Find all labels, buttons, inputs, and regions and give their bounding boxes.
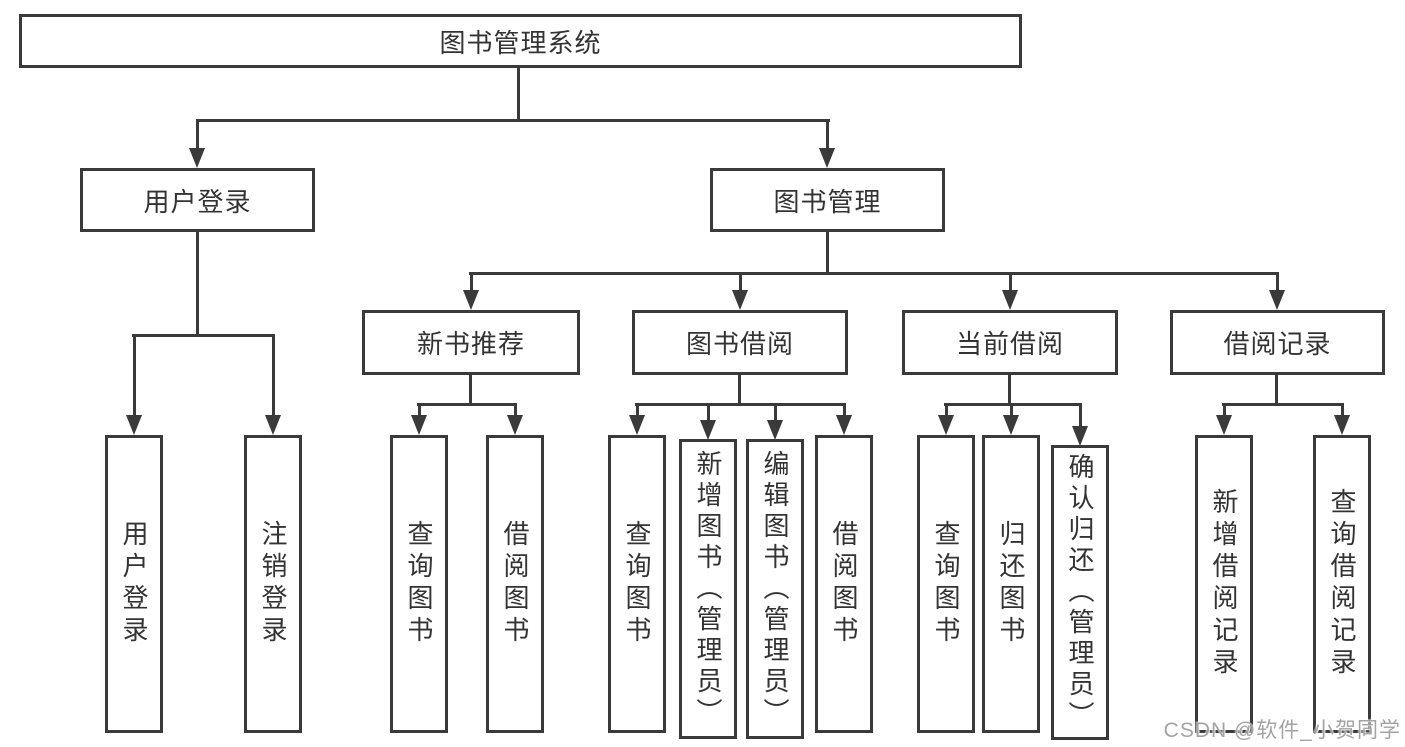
leaf-borrow-query-books: 查询图书 [608, 435, 666, 733]
leaf-newbook-borrow-books: 借阅图书 [486, 435, 544, 733]
leaf-borrow-borrow-books-label: 借阅图书 [829, 520, 859, 648]
node-root-label: 图书管理系统 [439, 27, 602, 58]
node-book-management-label: 图书管理 [773, 186, 882, 217]
leaf-add-borrow-record: 新增借阅记录 [1195, 435, 1253, 733]
node-root: 图书管理系统 [19, 14, 1022, 68]
leaf-edit-book-admin-label: 编辑图书（管理员） [760, 449, 790, 729]
arrow-current-borrow-leaf1 [938, 403, 954, 435]
leaf-user-login-label: 用户登录 [119, 520, 149, 648]
connector-new-book-rail [417, 403, 517, 406]
arrow-current-borrow-leaf2 [1003, 403, 1019, 435]
connector-current-borrow-rail [944, 403, 1082, 406]
arrow-to-leaf-logout [265, 334, 281, 435]
leaf-return-books-label: 归还图书 [996, 520, 1026, 648]
leaf-add-book-admin-label: 新增图书（管理员） [693, 449, 723, 729]
node-borrow-records: 借阅记录 [1170, 310, 1385, 375]
leaf-borrow-query-books-label: 查询图书 [622, 520, 652, 648]
leaf-confirm-return-admin: 确认归还（管理员） [1051, 445, 1109, 740]
node-current-borrow: 当前借阅 [902, 310, 1118, 375]
connector-book-borrow-stem [738, 375, 741, 406]
node-borrow-records-label: 借阅记录 [1223, 329, 1332, 359]
arrow-to-user-login [189, 119, 205, 168]
node-user-login-label: 用户登录 [143, 186, 252, 217]
leaf-current-query-books-label: 查询图书 [931, 520, 961, 648]
node-book-management: 图书管理 [710, 168, 945, 232]
arrow-book-borrow-leaf1 [629, 403, 645, 435]
leaf-newbook-query-books: 查询图书 [390, 435, 448, 733]
connector-book-mgmt-stem [826, 232, 829, 275]
arrow-new-book-leaf1 [411, 403, 427, 435]
leaf-current-query-books: 查询图书 [917, 435, 975, 733]
leaf-edit-book-admin: 编辑图书（管理员） [746, 439, 804, 739]
leaf-borrow-borrow-books: 借阅图书 [815, 435, 873, 733]
connector-borrow-records-stem [1275, 375, 1278, 406]
node-new-book-recommend-label: 新书推荐 [416, 329, 525, 359]
connector-user-login-rail [132, 334, 275, 337]
arrow-to-new-book [463, 272, 479, 310]
watermark: CSDN @软件_小贺同学 [1163, 719, 1401, 742]
leaf-logout-label: 注销登录 [258, 520, 288, 648]
leaf-logout: 注销登录 [244, 435, 302, 733]
arrow-to-leaf-login [126, 334, 142, 435]
arrow-borrow-records-leaf1 [1216, 403, 1232, 435]
connector-borrow-records-rail [1222, 403, 1344, 406]
arrow-current-borrow-leaf3 [1072, 403, 1088, 446]
arrow-book-borrow-leaf2 [700, 403, 716, 440]
leaf-newbook-borrow-books-label: 借阅图书 [500, 520, 530, 648]
connector-sections-rail [469, 272, 1279, 275]
leaf-add-borrow-record-label: 新增借阅记录 [1209, 488, 1239, 680]
leaf-user-login: 用户登录 [105, 435, 163, 733]
arrow-borrow-records-leaf2 [1334, 403, 1350, 435]
connector-root-stem [517, 68, 520, 122]
leaf-query-borrow-record-label: 查询借阅记录 [1327, 488, 1357, 680]
arrow-to-current-borrow [1002, 272, 1018, 310]
node-book-borrow-label: 图书借阅 [685, 329, 794, 359]
arrow-to-book-borrow [732, 272, 748, 310]
arrow-book-borrow-leaf3 [767, 403, 783, 440]
node-new-book-recommend: 新书推荐 [362, 310, 580, 375]
connector-book-borrow-rail [635, 403, 846, 406]
node-current-borrow-label: 当前借阅 [955, 329, 1064, 359]
connector-new-book-stem [469, 375, 472, 406]
connector-user-login-stem [196, 232, 199, 337]
arrow-to-book-management [819, 119, 835, 168]
node-book-borrow: 图书借阅 [632, 310, 848, 375]
leaf-return-books: 归还图书 [982, 435, 1040, 733]
arrow-to-borrow-records [1269, 272, 1285, 310]
leaf-newbook-query-books-label: 查询图书 [404, 520, 434, 648]
connector-current-borrow-stem [1008, 375, 1011, 406]
arrow-book-borrow-leaf4 [836, 403, 852, 435]
connector-level2-rail [196, 119, 830, 122]
arrow-new-book-leaf2 [507, 403, 523, 435]
leaf-query-borrow-record: 查询借阅记录 [1313, 435, 1371, 733]
node-user-login: 用户登录 [80, 168, 315, 232]
leaf-add-book-admin: 新增图书（管理员） [679, 439, 737, 739]
leaf-confirm-return-admin-label: 确认归还（管理员） [1065, 453, 1095, 732]
